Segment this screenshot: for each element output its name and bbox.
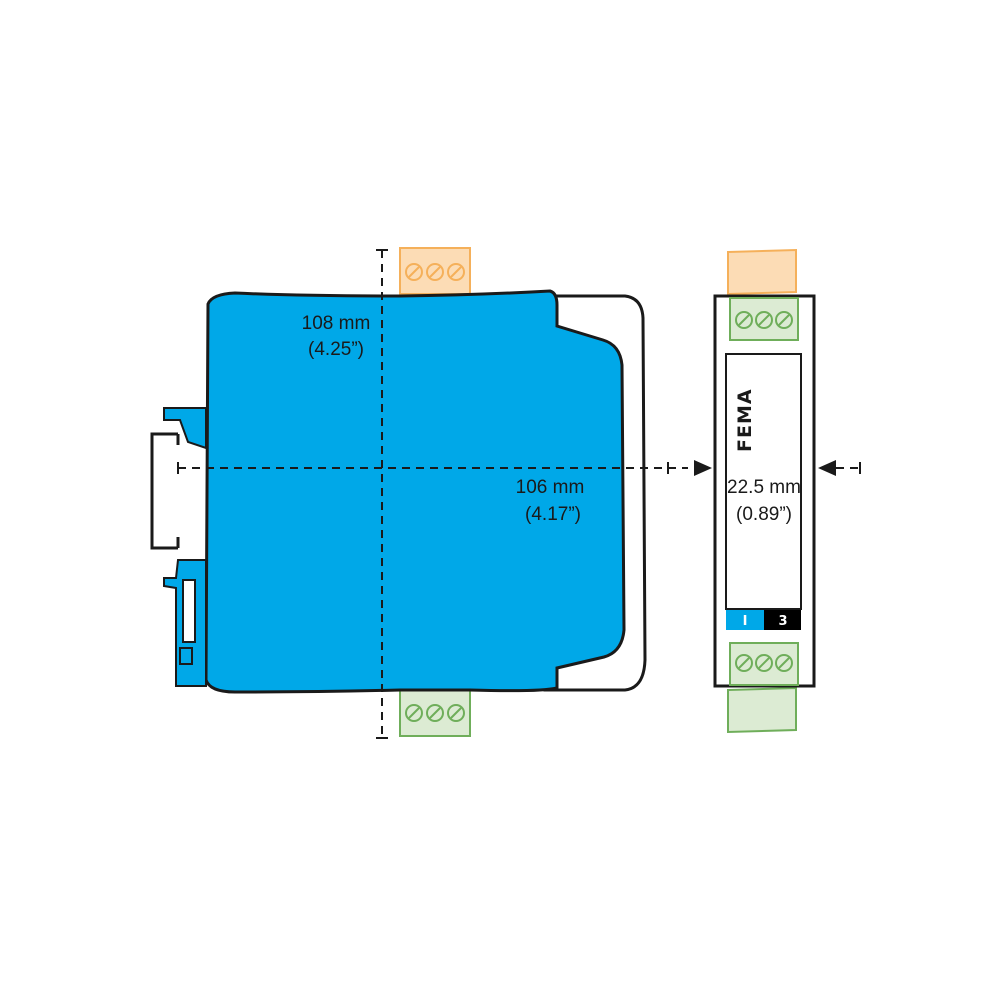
width-label-in: (0.89”) bbox=[736, 504, 792, 525]
din-rail-latch-slot bbox=[182, 579, 196, 643]
screw-terminal-icon bbox=[775, 654, 793, 672]
label-channel-number: 3 bbox=[778, 614, 787, 629]
screw-terminal-icon bbox=[755, 654, 773, 672]
width-label-mm: 22.5 mm bbox=[727, 477, 801, 498]
side-top-terminal bbox=[399, 247, 471, 295]
front-panel bbox=[725, 353, 802, 610]
side-view: 108 mm (4.25”) 106 mm (4.17”) bbox=[150, 247, 712, 739]
brand-logo: FEMA bbox=[734, 388, 756, 452]
screw-terminal-icon bbox=[735, 654, 753, 672]
height-label-mm: 108 mm bbox=[302, 313, 371, 334]
din-rail-clip bbox=[163, 407, 207, 450]
din-rail bbox=[150, 432, 178, 550]
screw-terminal-icon bbox=[755, 311, 773, 329]
label-strip-blue bbox=[726, 610, 764, 630]
height-label-in: (4.25”) bbox=[308, 339, 364, 360]
screw-terminal-icon bbox=[426, 704, 444, 722]
screw-terminal-icon bbox=[735, 311, 753, 329]
front-bottom-plug bbox=[727, 686, 797, 734]
side-bottom-terminal bbox=[399, 689, 471, 737]
screw-terminal-icon bbox=[426, 263, 444, 281]
screw-terminal-icon bbox=[405, 263, 423, 281]
side-housing bbox=[204, 289, 626, 694]
screw-terminal-icon bbox=[447, 263, 465, 281]
front-top-plug bbox=[727, 248, 797, 296]
depth-label-mm: 106 mm bbox=[516, 477, 585, 498]
screw-terminal-icon bbox=[447, 704, 465, 722]
dimension-arrow-icon bbox=[818, 460, 836, 476]
label-strip-black bbox=[764, 610, 801, 630]
label-input-type: I bbox=[743, 614, 748, 629]
screw-terminal-icon bbox=[405, 704, 423, 722]
depth-label-in: (4.17”) bbox=[525, 504, 581, 525]
screw-terminal-icon bbox=[775, 311, 793, 329]
front-view: FEMA I 3 22.5 mm (0.89”) bbox=[713, 248, 861, 734]
dimension-arrow-icon bbox=[694, 460, 712, 476]
din-rail-latch-hook bbox=[179, 647, 193, 665]
